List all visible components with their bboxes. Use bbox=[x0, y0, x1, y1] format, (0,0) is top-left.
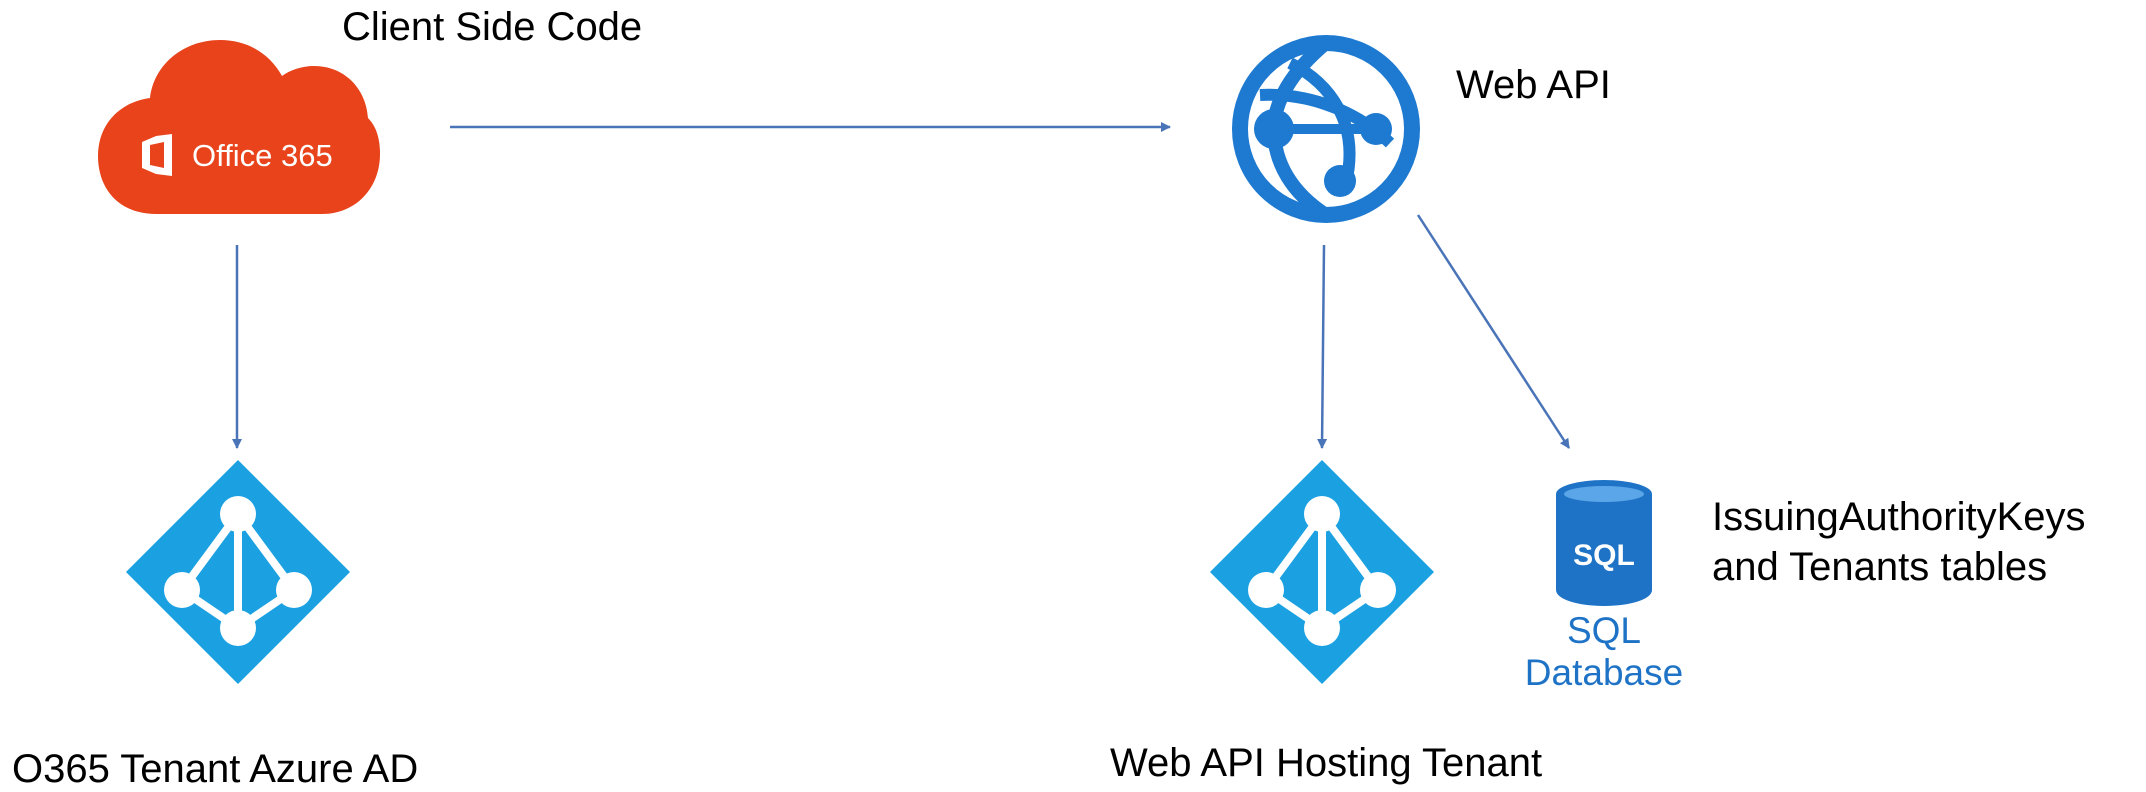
o365-tenant-label: O365 Tenant Azure AD bbox=[12, 747, 419, 791]
sql-database-icon: SQL bbox=[1556, 480, 1652, 606]
client-side-code-label: Client Side Code bbox=[342, 5, 643, 49]
web-api-label: Web API bbox=[1456, 63, 1611, 107]
azure-ad-icon bbox=[1210, 460, 1434, 684]
sql-caption-line1: SQL bbox=[1566, 610, 1642, 651]
svg-text:SQL: SQL bbox=[1573, 539, 1635, 572]
web-api-hosting-tenant-label: Web API Hosting Tenant bbox=[1110, 741, 1543, 785]
svg-text:Office 365: Office 365 bbox=[192, 138, 333, 173]
tables-label-line1: IssuingAuthorityKeys bbox=[1712, 495, 2086, 539]
arrow-webapi-to-hosting-tenant bbox=[1317, 244, 1328, 449]
azure-ad-icon bbox=[126, 460, 350, 684]
tables-label-line2: and Tenants tables bbox=[1712, 545, 2048, 589]
office365-cloud-icon: Office 365 bbox=[98, 40, 380, 214]
sql-database-caption: SQL Database bbox=[1504, 610, 1704, 694]
arrow-webapi-to-sql bbox=[1416, 214, 1571, 449]
sql-caption-line2: Database bbox=[1524, 652, 1684, 693]
web-api-globe-icon bbox=[1232, 35, 1420, 223]
